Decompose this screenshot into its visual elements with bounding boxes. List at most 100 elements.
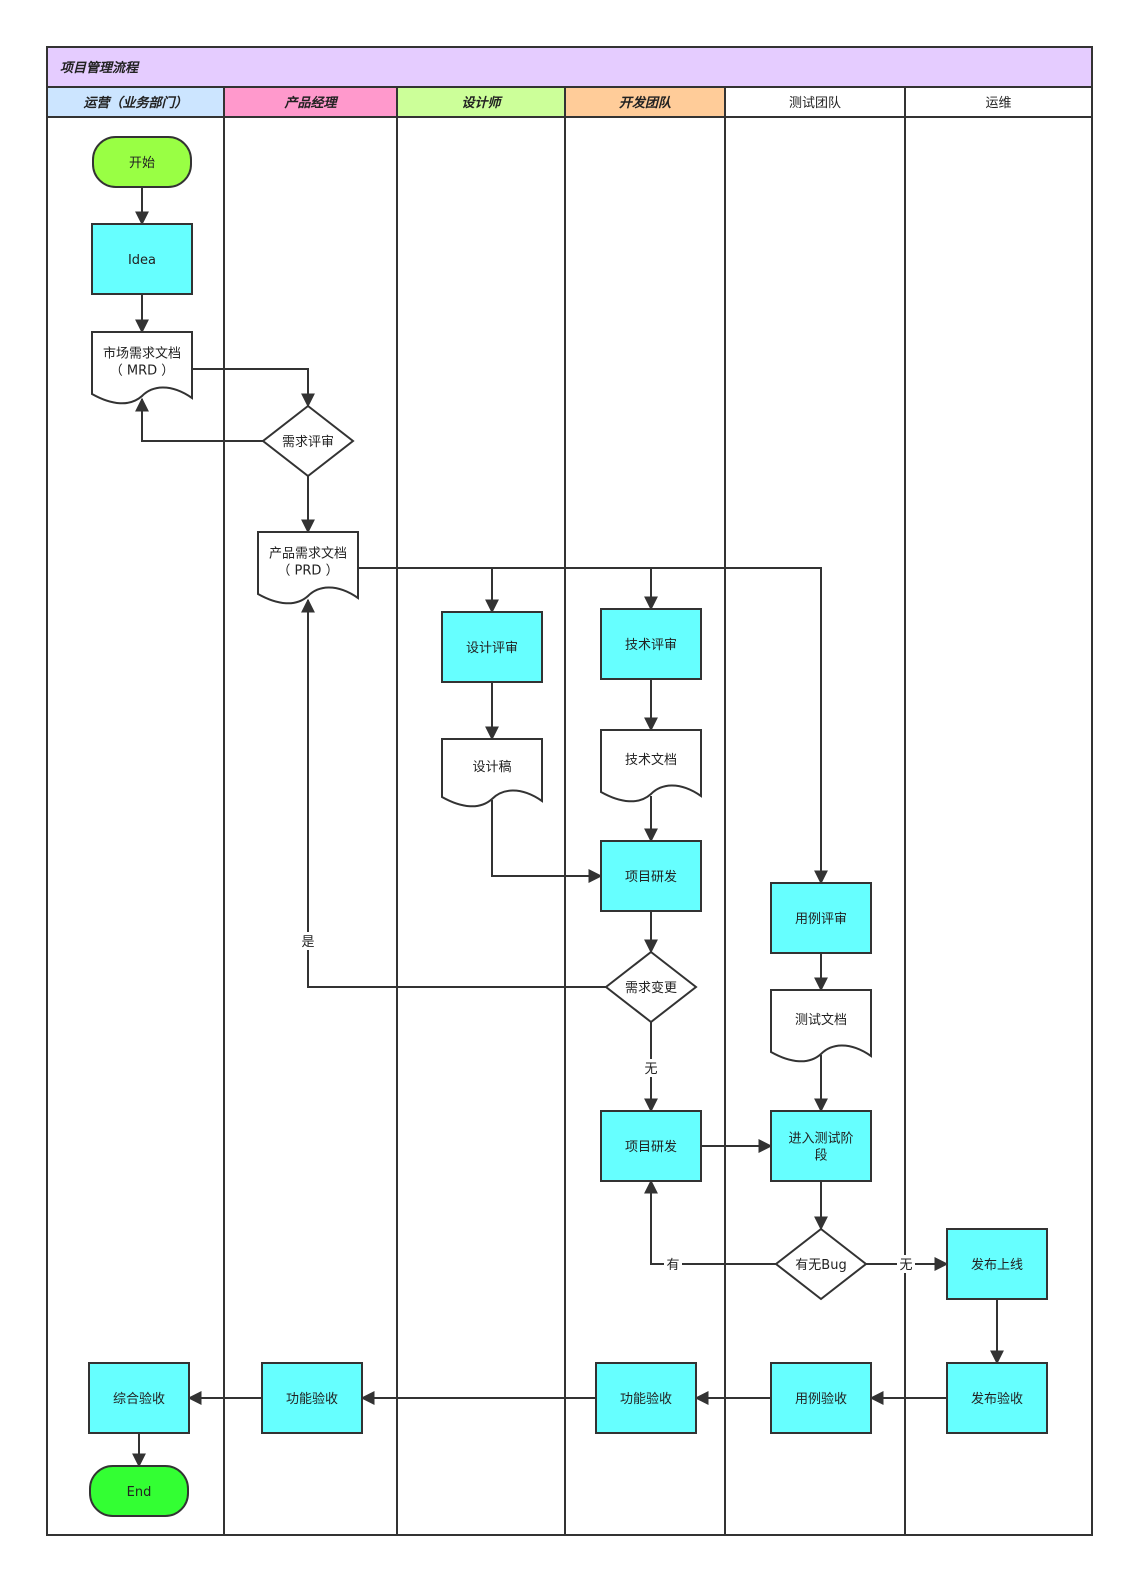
process-box	[946, 1362, 1048, 1434]
node-change[interactable]: 需求变更	[604, 950, 698, 1024]
node-label: 发布上线	[971, 1257, 1023, 1273]
node-label: 用例验收	[795, 1391, 847, 1407]
node-req_review[interactable]: 需求评审	[261, 404, 355, 478]
node-end[interactable]: End	[89, 1465, 189, 1517]
edge-prd-to-case_review	[651, 567, 828, 885]
node-label: （ PRD ）	[277, 564, 338, 579]
node-label: 综合验收	[113, 1391, 165, 1407]
edge-label-bug-to-release: 无	[899, 1258, 912, 1273]
node-label: 用例评审	[795, 912, 847, 927]
edge-label-change-to-prd: 是	[301, 935, 314, 950]
decision-diamond	[261, 404, 355, 478]
lane-title-ops: 运营（业务部门）	[83, 95, 187, 111]
lane-body-designer	[396, 116, 566, 1536]
process-box	[770, 882, 872, 954]
edge-label-bg	[642, 1059, 660, 1077]
lane-title-pm: 产品经理	[283, 95, 338, 111]
node-label: 功能验收	[286, 1391, 338, 1407]
node-label: End	[127, 1485, 152, 1500]
node-label: 发布验收	[971, 1391, 1023, 1407]
edge-label-bg	[299, 932, 317, 950]
process-box	[91, 223, 193, 295]
node-label: 项目研发	[625, 869, 677, 885]
node-case_accept[interactable]: 用例验收	[770, 1362, 872, 1434]
terminator-shape	[92, 136, 192, 188]
lane-title-dev: 开发团队	[619, 95, 672, 111]
node-label: Idea	[128, 253, 156, 268]
process-box	[770, 1362, 872, 1434]
lane-title-qa: 测试团队	[789, 96, 841, 111]
node-label: 进入测试阶	[788, 1132, 853, 1147]
edge-req_review-to-mrd	[135, 397, 263, 442]
edge-design_doc-to-dev1	[491, 800, 603, 883]
edge-label-change-to-dev2: 无	[644, 1062, 657, 1077]
node-label: 项目研发	[625, 1139, 677, 1155]
node-label: 技术评审	[625, 638, 677, 653]
node-label: 段	[814, 1149, 827, 1164]
pool-header: 项目管理流程	[46, 46, 1093, 88]
edges	[132, 187, 1004, 1468]
node-label: 功能验收	[620, 1391, 672, 1407]
decision-diamond	[774, 1227, 868, 1301]
document-shape	[770, 989, 872, 1063]
node-func_accept_dev[interactable]: 功能验收	[595, 1362, 697, 1434]
node-final_accept[interactable]: 综合验收	[88, 1362, 190, 1434]
node-tech_review[interactable]: 技术评审	[600, 608, 702, 680]
node-design_doc[interactable]: 设计稿	[441, 738, 543, 808]
pool-frame	[46, 46, 1093, 1536]
node-start[interactable]: 开始	[92, 136, 192, 188]
node-label: 有无Bug	[795, 1258, 846, 1273]
lane-title-designer: 设计师	[461, 95, 503, 111]
node-mrd[interactable]: 市场需求文档 （ MRD ）	[91, 331, 193, 405]
node-release_accept[interactable]: 发布验收	[946, 1362, 1048, 1434]
node-design_review[interactable]: 设计评审	[441, 611, 543, 683]
node-tech_doc[interactable]: 技术文档	[600, 729, 702, 803]
terminator-shape	[89, 1465, 189, 1517]
node-label: 需求变更	[625, 980, 677, 996]
node-label: 需求评审	[282, 435, 334, 450]
node-label: （ MRD ）	[110, 364, 175, 379]
process-box	[600, 608, 702, 680]
document-shape	[91, 331, 193, 405]
node-func_accept_pm[interactable]: 功能验收	[261, 1362, 363, 1434]
node-label: 设计评审	[466, 641, 518, 656]
pool-title: 项目管理流程	[60, 60, 140, 76]
edge-label-bug-to-dev2: 有	[666, 1258, 679, 1273]
node-dev1[interactable]: 项目研发	[600, 840, 702, 912]
lanes: 运营（业务部门） 产品经理 设计师 开发团队 测试团队 运维	[46, 86, 1093, 1536]
process-box	[770, 1110, 872, 1182]
edge-label-bg	[897, 1255, 915, 1273]
document-shape	[441, 738, 543, 808]
process-box	[88, 1362, 190, 1434]
process-box	[600, 840, 702, 912]
process-box	[441, 611, 543, 683]
node-label: 开始	[129, 156, 155, 171]
lane-body-ops	[46, 116, 225, 1536]
node-prd[interactable]: 产品需求文档 （ PRD ）	[257, 531, 359, 605]
edge-mrd-to-req_review	[192, 368, 315, 408]
lane-header-devops	[904, 86, 1093, 118]
document-shape	[257, 531, 359, 605]
node-label: 产品需求文档	[269, 547, 347, 562]
edge-label-bg	[664, 1255, 682, 1273]
node-release[interactable]: 发布上线	[946, 1228, 1048, 1300]
lane-body-dev	[564, 116, 726, 1536]
lane-title-devops: 运维	[985, 96, 1011, 111]
node-test_doc[interactable]: 测试文档	[770, 989, 872, 1063]
node-label: 市场需求文档	[103, 346, 181, 362]
edge-bug-to-dev2	[644, 1179, 776, 1265]
node-label: 技术文档	[625, 753, 677, 768]
process-box	[595, 1362, 697, 1434]
edge-labels: 是无有无	[299, 932, 915, 1273]
edge-change-to-prd	[301, 598, 606, 988]
process-box	[946, 1228, 1048, 1300]
document-shape	[600, 729, 702, 803]
node-label: 设计稿	[472, 759, 511, 775]
node-case_review[interactable]: 用例评审	[770, 882, 872, 954]
node-dev2[interactable]: 项目研发	[600, 1110, 702, 1182]
node-bug[interactable]: 有无Bug	[774, 1227, 868, 1301]
node-idea[interactable]: Idea	[91, 223, 193, 295]
